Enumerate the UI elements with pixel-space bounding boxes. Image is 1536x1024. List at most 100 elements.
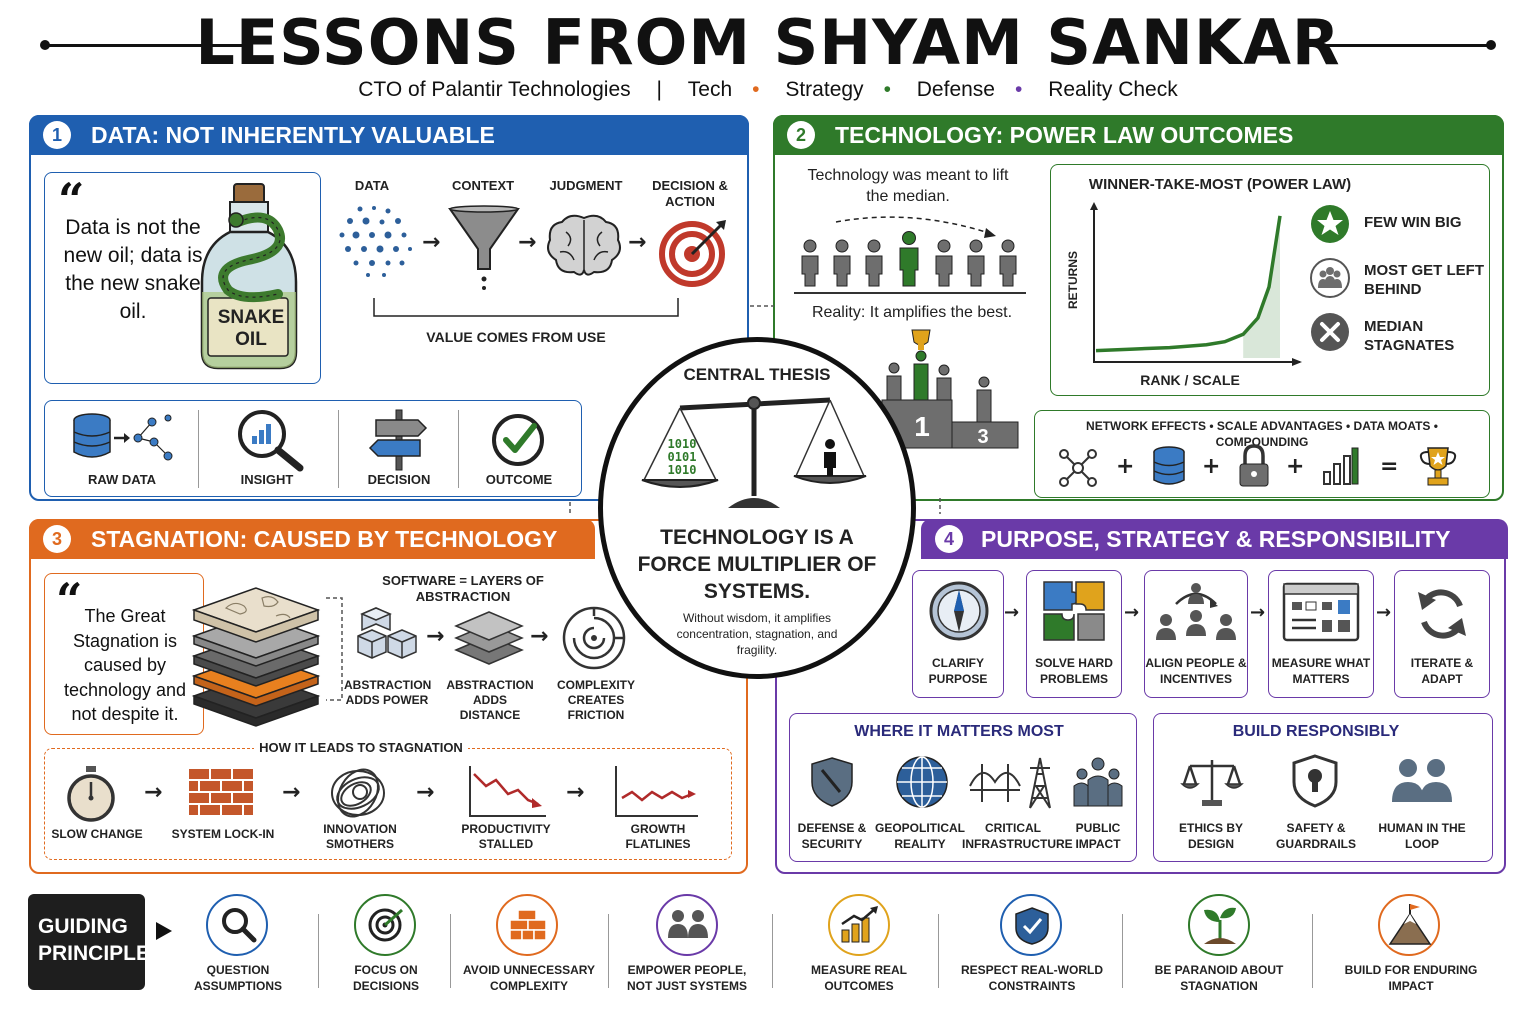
flow-arrow: → [518,230,537,255]
power-law-chart [1090,202,1302,366]
divider [458,410,459,488]
principle-enduring-impact: BUILD FOR ENDURING IMPACT [1344,963,1478,993]
median-text: Technology was meant to lift the median. [807,167,1009,205]
chain-caption: HOW IT LEADS TO STAGNATION [254,740,468,756]
flow-arrow: → [1250,602,1266,623]
refresh-cycle-icon [1418,589,1466,639]
panel-technology-header: 2 TECHNOLOGY: POWER LAW OUTCOMES [773,115,1504,155]
tag-bullet: • [883,78,891,101]
flow-arrow: → [282,780,301,805]
subtitle-role: CTO of Palantir Technologies [358,78,631,101]
panel-data-header: 1 DATA: NOT INHERENTLY VALUABLE [29,115,749,155]
dashed-bracket [326,597,343,701]
panel-purpose-title: PURPOSE, STRATEGY & RESPONSIBILITY [981,526,1451,552]
shield-check-icon [1015,907,1049,945]
flatline-chart-icon [615,766,698,817]
central-thesis-text: TECHNOLOGY IS A FORCE MULTIPLIER OF SYST… [637,526,877,603]
chart-ylabel: RETURNS [1066,250,1080,309]
chart-area-fill [1243,215,1280,358]
chart-title: WINNER-TAKE-MOST (POWER LAW) [1088,176,1352,193]
podium-first: 1 [914,411,930,442]
flow-arrow: → [144,780,163,805]
bullseye-icon [368,908,403,942]
tag-tech: Tech [687,78,733,101]
step-clarify-purpose: CLARIFY PURPOSE [928,656,988,686]
database-icon [1153,446,1185,485]
binary-line: 1010 [667,463,697,477]
bottle-label-snake: SNAKE [217,307,285,328]
flow-arrow: → [1004,602,1020,623]
binary-line: 0101 [667,450,697,464]
where-geopolitical: GEOPOLITICAL REALITY [875,821,965,851]
ground-line [794,292,1026,294]
step-decision: DECISION [367,472,431,487]
tag-bullet: • [752,78,760,101]
principle-respect-constraints: RESPECT REAL-WORLD CONSTRAINTS [961,963,1103,993]
build-title: BUILD RESPONSIBLY [1232,723,1400,740]
panel-number: 2 [787,121,815,149]
maze-icon [562,606,626,670]
balance-scale-icon [641,396,867,508]
guiding-principles-label: GUIDING PRINCIPLES [28,894,164,990]
steps-card [44,400,582,497]
cubes-icon [357,607,417,659]
divider [938,914,939,988]
target-icon [659,220,726,287]
chain-system-lock-in: SYSTEM LOCK-IN [171,827,275,841]
group-icon [1310,258,1350,298]
factors-caption: NETWORK EFFECTS • SCALE ADVANTAGES • DAT… [1086,419,1438,449]
title-rule-left [44,44,248,47]
step-measure-what-matters: MEASURE WHAT MATTERS [1271,656,1371,686]
divider [450,914,451,988]
flow-arrow: → [628,230,647,255]
layers-caption: SOFTWARE = LAYERS OF ABSTRACTION [382,573,544,604]
people-row-icon [801,216,1017,287]
chain-productivity-stalled: PRODUCTIVITY STALLED [461,822,551,851]
mountain-flag-icon [1388,904,1432,945]
flow-arrow: → [566,780,585,805]
chart-xlabel: RANK / SCALE [1140,372,1240,388]
panel-number: 3 [43,525,71,553]
stopwatch-icon [67,766,115,822]
step-raw-data: RAW DATA [87,472,157,487]
flow-arrow: → [1376,602,1392,623]
sprout-icon [1204,907,1236,944]
panel-number: 4 [935,525,963,553]
snake-oil-bottle-icon [200,183,298,370]
divider [608,914,609,988]
globe-icon [896,756,948,808]
build-ethics: ETHICS BY DESIGN [1178,821,1243,851]
subtitle-divider: | [656,78,662,101]
declining-chart-icon [469,766,546,817]
principle-icon-frame [354,894,416,956]
dashed-connector [569,502,571,516]
scales-icon [1180,760,1244,806]
network-icon [1059,449,1097,487]
title-rule-right [1322,44,1488,47]
safety-shield-icon [1292,754,1338,808]
divider [1312,914,1313,988]
community-icon [1073,757,1123,807]
rising-chart-icon [841,906,878,943]
title-rule-right-dot [1486,40,1496,50]
value-caption: VALUE COMES FROM USE [426,329,606,345]
abstraction-adds-power: ABSTRACTION ADDS POWER [344,678,432,707]
value-bracket [373,298,679,317]
tag-defense: Defense [916,78,995,101]
funnel-icon [448,205,520,290]
divider [318,914,319,988]
step-align-people: ALIGN PEOPLE & INCENTIVES [1145,656,1247,686]
divider [1122,914,1123,988]
stacked-sheets-icon [454,611,524,665]
principle-question-assumptions: QUESTION ASSUMPTIONS [193,963,282,993]
flow-label-data: DATA [354,178,390,193]
binary-code: 1010 0101 1010 [652,438,712,477]
flow-arrow: → [1124,602,1140,623]
where-title: WHERE IT MATTERS MOST [854,723,1064,740]
step-solve-hard-problems: SOLVE HARD PROBLEMS [1035,656,1113,686]
dashboard-icon [1282,582,1360,642]
search-icon [222,908,257,943]
flow-arrow: → [530,624,549,649]
divider [772,914,773,988]
footer-arrow [156,922,172,940]
